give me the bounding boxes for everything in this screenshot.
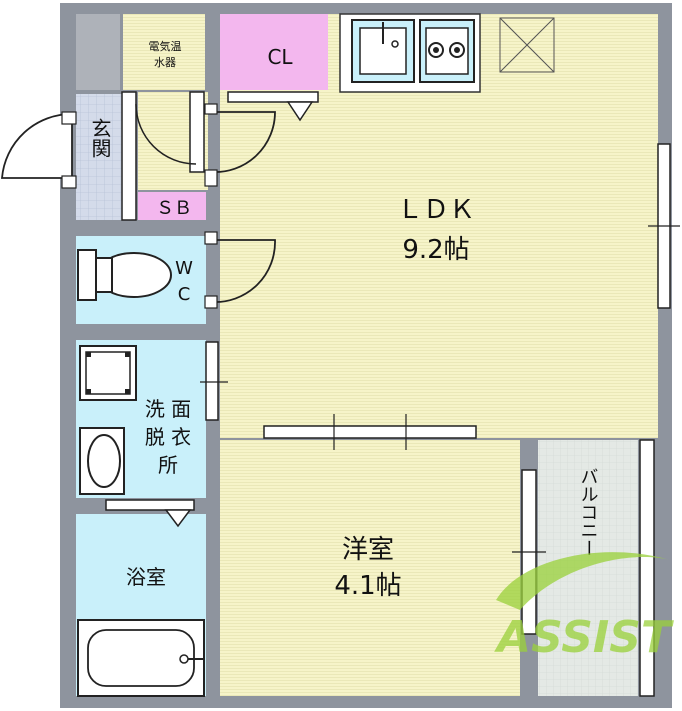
washroom-label-1: 洗 面 xyxy=(145,397,191,421)
western-room-floor xyxy=(220,440,520,696)
ldk-size-label: 9.2帖 xyxy=(402,235,469,265)
western-room-sliding-door xyxy=(263,425,477,439)
closet-door-arrow xyxy=(286,101,314,122)
balcony-rail xyxy=(639,439,655,697)
toilet-label-2: C xyxy=(178,284,191,305)
shoe-box-area xyxy=(138,192,206,220)
toilet-door-jamb-top xyxy=(204,231,218,245)
stove-top xyxy=(425,27,469,75)
toilet-label-1: W xyxy=(175,258,193,279)
western-room-size-label: 4.1帖 xyxy=(334,571,401,601)
toilet-door-jamb-bottom xyxy=(204,295,218,309)
water-heater-area xyxy=(123,14,205,90)
burner-right-inner xyxy=(454,47,460,53)
washing-machine-inner xyxy=(85,351,131,395)
entrance-label: 玄関 xyxy=(88,118,112,158)
shoe-box-label: ＳＢ xyxy=(156,198,192,219)
washroom-label-2: 脱 衣 xyxy=(145,425,191,449)
burner-right xyxy=(449,42,465,58)
wm-corner-3 xyxy=(86,389,91,394)
toilet-neck xyxy=(95,257,113,293)
toilet-tank xyxy=(77,249,97,301)
wm-corner-4 xyxy=(125,389,130,394)
balcony-label: バルコニー xyxy=(578,467,599,557)
fridge-cross-2 xyxy=(499,17,555,73)
water-heater-label-1: 電気温 xyxy=(149,39,182,53)
hall-door-swing-1 xyxy=(135,103,197,165)
toilet-door-swing xyxy=(211,239,276,303)
closet-area xyxy=(220,14,328,90)
entrance-tile xyxy=(76,94,122,220)
western-room-label: 洋室 xyxy=(342,535,394,565)
washroom-door-rail xyxy=(105,499,195,511)
water-heater-label-2: 水器 xyxy=(154,56,176,69)
closet-label: CL xyxy=(267,45,293,69)
watermark-text: ASSIST xyxy=(494,612,674,663)
gray-shaft xyxy=(76,14,120,90)
ldk-door-swing-top xyxy=(211,111,276,173)
washroom-label-3: 所 xyxy=(158,453,178,477)
vanity-basin xyxy=(87,434,121,488)
washroom-sliding-door xyxy=(205,341,219,421)
assist-watermark-logo: ASSIST xyxy=(494,552,674,663)
bathtub-inner xyxy=(87,629,195,687)
ldk-door-jamb-top xyxy=(204,103,218,115)
hall-post xyxy=(204,169,218,187)
watermark-swoosh xyxy=(496,552,670,610)
fridge-space xyxy=(499,17,555,73)
burner-left xyxy=(428,42,444,58)
wall-entrance-right xyxy=(121,91,137,221)
bathroom-label: 浴室 xyxy=(126,565,166,589)
ldk-label: ＬＤＫ xyxy=(397,195,475,225)
burner-left-inner xyxy=(433,47,439,53)
entrance-jamb-top xyxy=(61,111,77,125)
sink-drain xyxy=(391,40,399,48)
wm-corner-1 xyxy=(86,352,91,357)
closet-door-rail xyxy=(227,91,319,103)
entrance-jamb-bottom xyxy=(61,175,77,189)
wall-hall-mid xyxy=(189,91,205,173)
wm-corner-2 xyxy=(125,352,130,357)
washroom-door-arrow xyxy=(164,509,192,528)
